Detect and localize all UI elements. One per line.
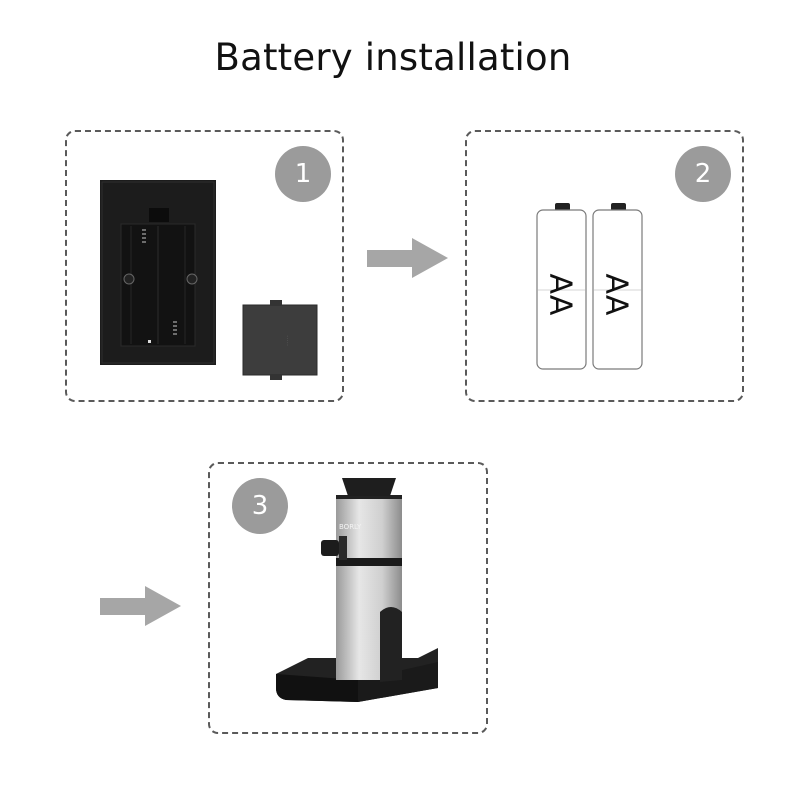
screw — [186, 273, 198, 285]
battery-icon — [536, 203, 587, 370]
step-number-badge: 1 — [275, 146, 331, 202]
screw — [123, 273, 135, 285]
step-1-panel: 1 ····· — [65, 130, 344, 402]
battery-compartment-image: ····· — [100, 180, 318, 380]
page-title: Battery installation — [214, 36, 572, 79]
step-number-badge: 2 — [675, 146, 731, 202]
battery-icon — [592, 203, 643, 370]
svg-text:·····: ····· — [283, 335, 291, 346]
step-3-panel: 3 BORLY — [208, 462, 488, 734]
step-number-badge: 3 — [232, 478, 288, 534]
body-ring — [336, 558, 402, 566]
brand-text: BORLY — [339, 523, 362, 531]
battery-label: AA — [542, 273, 578, 316]
spring-contact-bottom — [173, 321, 177, 335]
spring-contact-top — [142, 229, 146, 243]
step-2-panel: 2 AA AA — [465, 130, 744, 402]
bay-latch — [149, 208, 169, 222]
arrow-right-icon — [367, 238, 449, 280]
side-knob — [321, 540, 339, 556]
top-cap — [342, 478, 396, 496]
arrow-right-icon — [100, 586, 182, 628]
smoker-device-image: BORLY — [276, 478, 438, 702]
aa-batteries-image — [536, 203, 643, 370]
battery-label: AA — [598, 273, 634, 316]
battery-cover — [242, 304, 318, 376]
device-holder — [380, 607, 402, 682]
